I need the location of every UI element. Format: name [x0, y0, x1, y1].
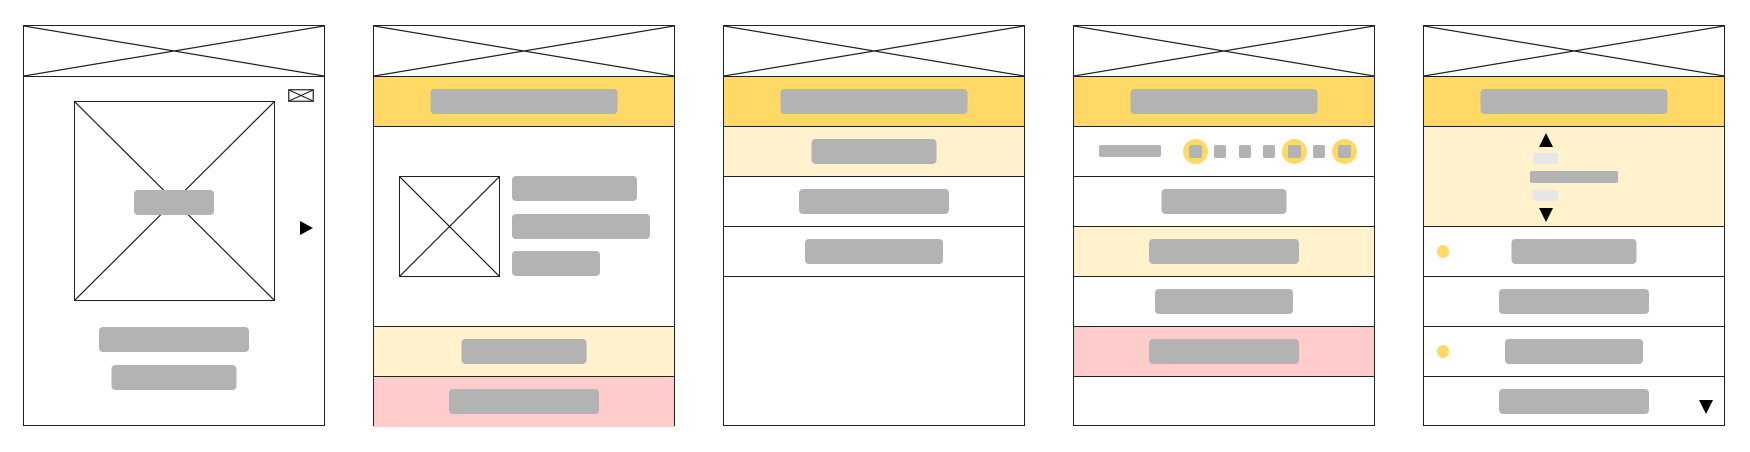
list-item-label: [1499, 289, 1649, 314]
list-item-label: [1149, 339, 1299, 364]
page-6[interactable]: [1313, 145, 1325, 158]
banner-image-placeholder: [24, 26, 324, 77]
menu-item-label: [799, 189, 949, 214]
list-item-selected[interactable]: [1074, 227, 1374, 277]
image-caption-placeholder: [134, 190, 214, 215]
item-card: [374, 127, 674, 327]
list-item[interactable]: [1424, 227, 1724, 277]
wireframe-screen-pagination-list: [1073, 25, 1375, 426]
scroll-down-icon[interactable]: [1699, 400, 1713, 414]
arrow-down-icon[interactable]: [1539, 208, 1553, 222]
title-placeholder: [780, 89, 968, 114]
list-item[interactable]: [1074, 277, 1374, 327]
list-item-label: [1505, 339, 1643, 364]
action-row-delete[interactable]: [374, 377, 674, 427]
page-1-selected[interactable]: [1183, 139, 1208, 164]
secondary-button[interactable]: [111, 365, 237, 390]
main-image-placeholder: [74, 101, 275, 301]
title-placeholder: [430, 89, 618, 114]
list-item-label: [1155, 289, 1293, 314]
action-row-confirm[interactable]: [374, 327, 674, 377]
page-3[interactable]: [1239, 145, 1251, 158]
page-7-selected[interactable]: [1332, 139, 1357, 164]
page-4[interactable]: [1263, 145, 1275, 158]
page-5-selected[interactable]: [1282, 139, 1307, 164]
list-item[interactable]: [1424, 377, 1724, 427]
unread-dot-icon: [1437, 345, 1449, 358]
mail-icon[interactable]: [288, 89, 314, 102]
value-picker[interactable]: [1424, 127, 1724, 227]
title-bar: [724, 77, 1024, 127]
picker-current-value: [1530, 171, 1618, 183]
banner-image-placeholder: [724, 26, 1024, 77]
play-arrow-icon[interactable]: [300, 221, 313, 235]
item-description-placeholder: [512, 214, 650, 239]
banner-image-placeholder: [1424, 26, 1724, 77]
banner-image-placeholder: [374, 26, 674, 77]
arrow-up-icon[interactable]: [1539, 133, 1553, 147]
primary-button[interactable]: [99, 327, 249, 352]
wireframe-screen-picker-list: [1423, 25, 1725, 426]
list-item[interactable]: [1074, 177, 1374, 227]
title-placeholder: [1130, 89, 1318, 114]
confirm-button-label: [461, 339, 587, 364]
thumbnail-placeholder: [399, 176, 500, 277]
list-item-label: [1511, 239, 1637, 264]
list-item[interactable]: [1424, 327, 1724, 377]
list-item-delete[interactable]: [1074, 327, 1374, 377]
picker-previous-value: [1533, 153, 1558, 164]
list-item[interactable]: [1424, 277, 1724, 327]
menu-item-label: [805, 239, 943, 264]
menu-item-selected[interactable]: [724, 127, 1024, 177]
title-bar: [1424, 77, 1724, 127]
list-item-label: [1149, 239, 1299, 264]
title-placeholder: [1480, 89, 1668, 114]
pagination-row: [1074, 127, 1374, 177]
picker-next-value: [1533, 190, 1558, 201]
title-bar: [374, 77, 674, 127]
list-item-label: [1161, 189, 1287, 214]
pagination-label-placeholder: [1099, 145, 1161, 157]
delete-button-label: [449, 389, 599, 414]
menu-item[interactable]: [724, 227, 1024, 277]
item-title-placeholder: [512, 176, 637, 201]
title-bar: [1074, 77, 1374, 127]
page-2[interactable]: [1214, 145, 1226, 158]
wireframe-screen-item-card: [373, 25, 675, 427]
wireframe-screen-menu: [723, 25, 1025, 426]
list-item-label: [1499, 389, 1649, 414]
menu-item[interactable]: [724, 177, 1024, 227]
unread-dot-icon: [1437, 245, 1449, 258]
menu-item-label: [811, 139, 937, 164]
banner-image-placeholder: [1074, 26, 1374, 77]
wireframe-screen-image-detail: [23, 25, 325, 426]
item-meta-placeholder: [512, 251, 600, 276]
